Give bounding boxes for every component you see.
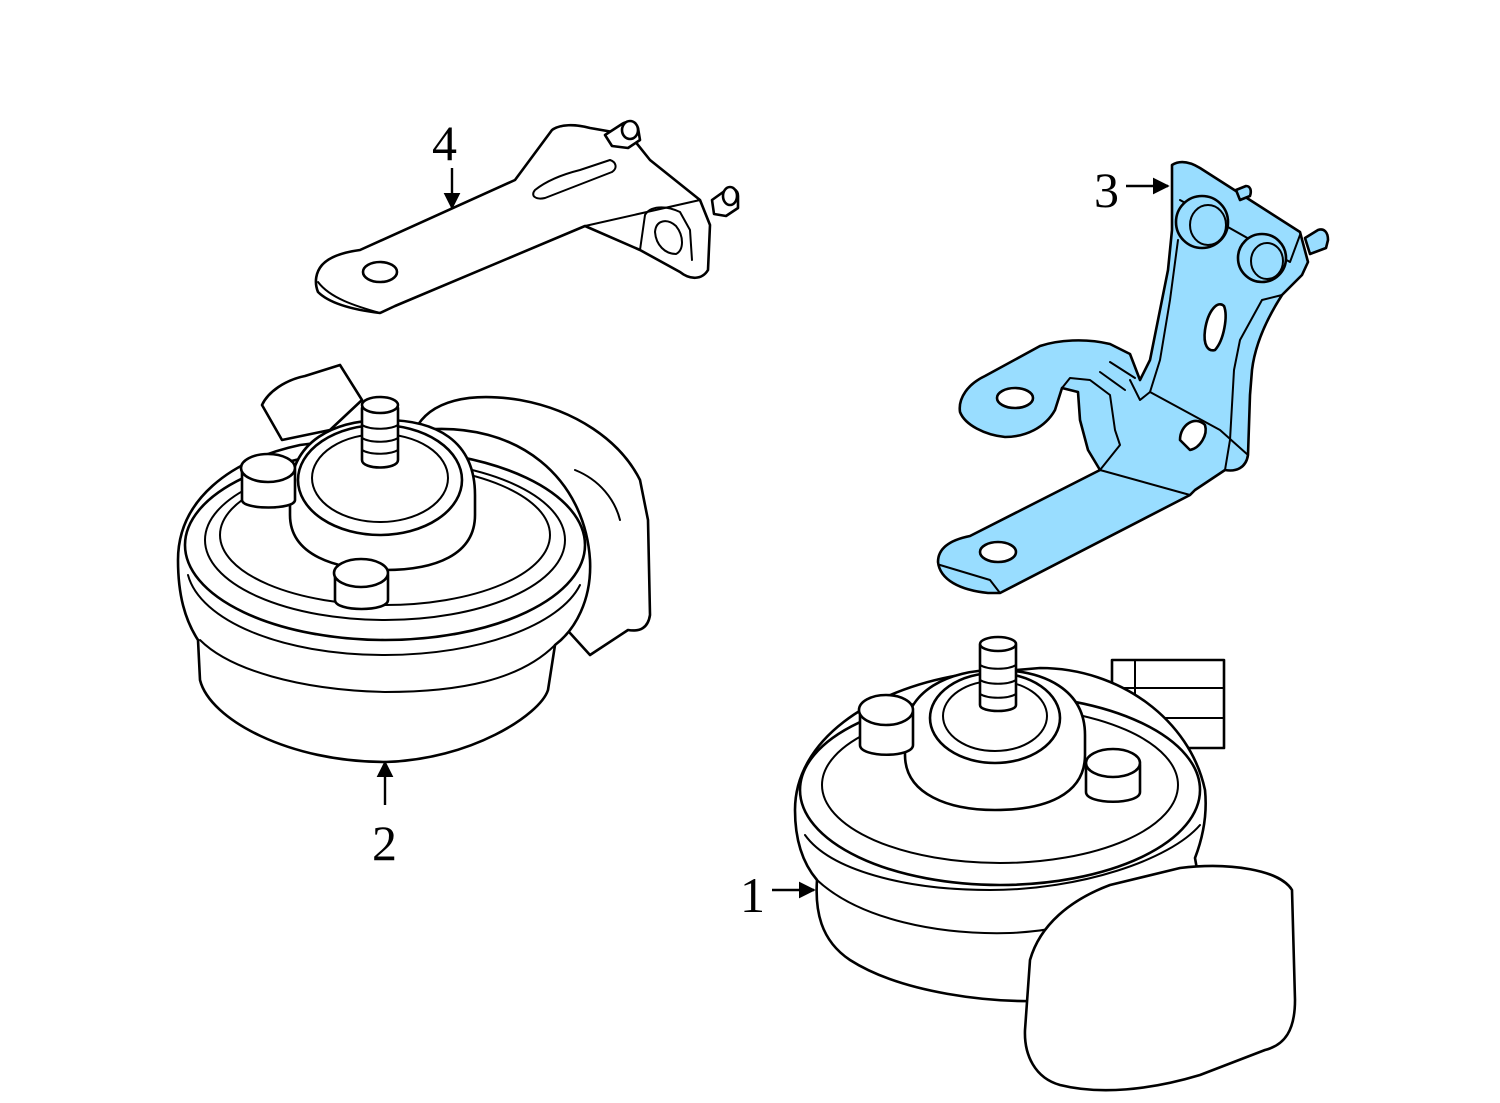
bracket-highlight-fill (936, 160, 1310, 595)
svg-text:4: 4 (432, 115, 457, 171)
bracket-part-3[interactable] (936, 160, 1330, 595)
callout-1: 1 (740, 867, 816, 923)
svg-text:3: 3 (1094, 162, 1119, 218)
callout-4: 4 (432, 115, 461, 210)
callout-3: 3 (1094, 162, 1170, 218)
callout-2: 2 (372, 760, 397, 871)
horn-part-2[interactable] (176, 363, 652, 764)
bracket-part-4[interactable] (314, 119, 740, 315)
horn-part-1[interactable] (793, 635, 1297, 1092)
svg-text:2: 2 (372, 815, 397, 871)
svg-text:1: 1 (740, 867, 765, 923)
